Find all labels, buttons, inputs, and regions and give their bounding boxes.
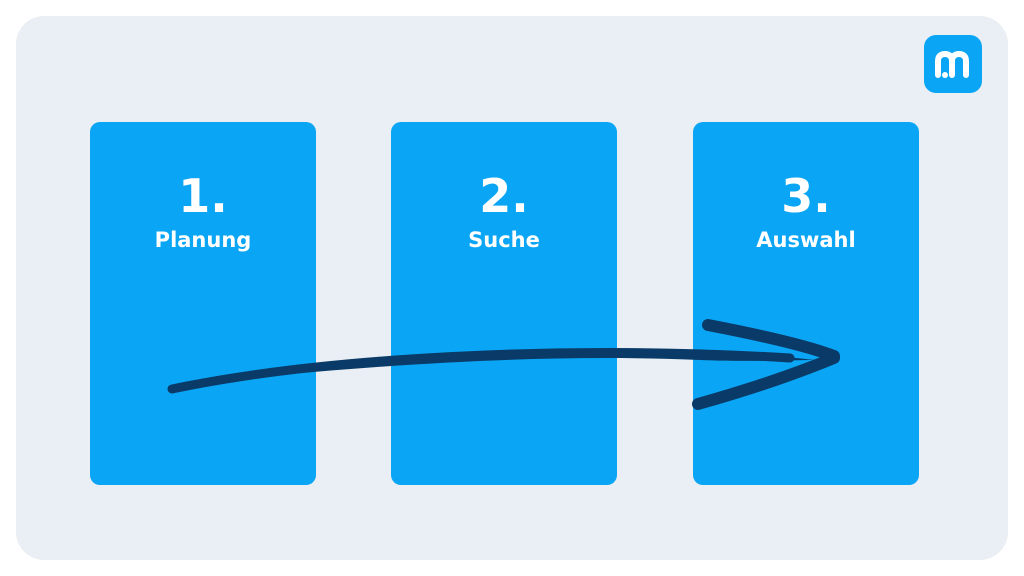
step-label: Suche (468, 228, 540, 252)
brand-logo (924, 35, 982, 93)
step-card-1: 1. Planung (90, 122, 316, 485)
step-label: Auswahl (756, 228, 856, 252)
step-number: 2. (479, 169, 529, 223)
step-number: 3. (781, 169, 831, 223)
step-label: Planung (154, 228, 252, 252)
step-card-2: 2. Suche (391, 122, 617, 485)
step-number: 1. (178, 169, 228, 223)
step-card-3: 3. Auswahl (693, 122, 919, 485)
m-logo-icon (935, 50, 969, 78)
